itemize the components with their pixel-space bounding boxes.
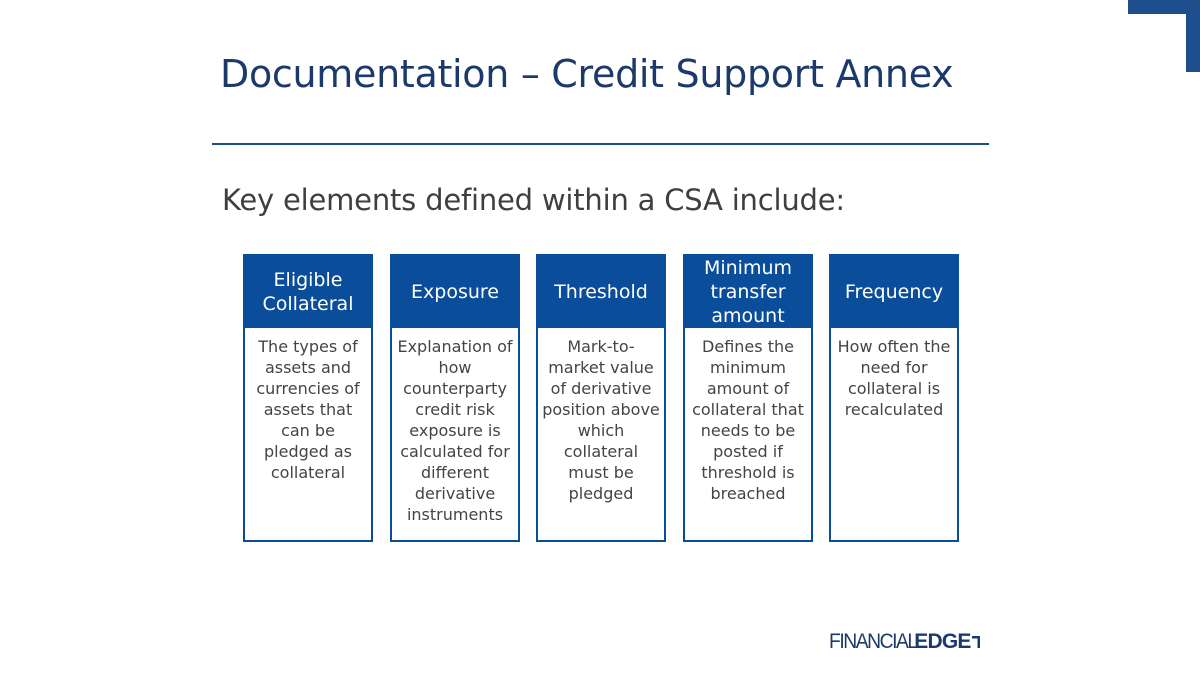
card-heading: Threshold [538,256,664,328]
card-description: Mark-to-market value of derivative posit… [542,337,660,503]
slide-subtitle: Key elements defined within a CSA includ… [222,183,845,217]
card-description: How often the need for collateral is rec… [837,337,951,419]
slide-title: Documentation – Credit Support Annex [220,52,954,96]
card-eligible-collateral: Eligible Collateral The types of assets … [243,254,373,542]
financial-edge-logo: FINANCIAL EDGE [829,630,980,654]
edge-corner-mark-icon [971,636,980,648]
title-divider [212,143,989,145]
corner-accent-icon [1128,0,1200,72]
card-frequency: Frequency How often the need for collate… [829,254,959,542]
card-exposure: Exposure Explanation of how counterparty… [390,254,520,542]
card-heading: Frequency [831,256,957,328]
logo-text-financial: FINANCIAL [829,630,918,653]
card-minimum-transfer-amount: Minimum transfer amount Defines the mini… [683,254,813,542]
card-description: Explanation of how counterparty credit r… [397,337,513,524]
card-heading: Eligible Collateral [245,256,371,328]
logo-text-edge: EDGE [914,630,971,653]
card-heading: Exposure [392,256,518,328]
card-description: Defines the minimum amount of collateral… [692,337,804,503]
card-threshold: Threshold Mark-to-market value of deriva… [536,254,666,542]
card-description: The types of assets and currencies of as… [256,337,360,482]
card-heading: Minimum transfer amount [685,256,811,328]
